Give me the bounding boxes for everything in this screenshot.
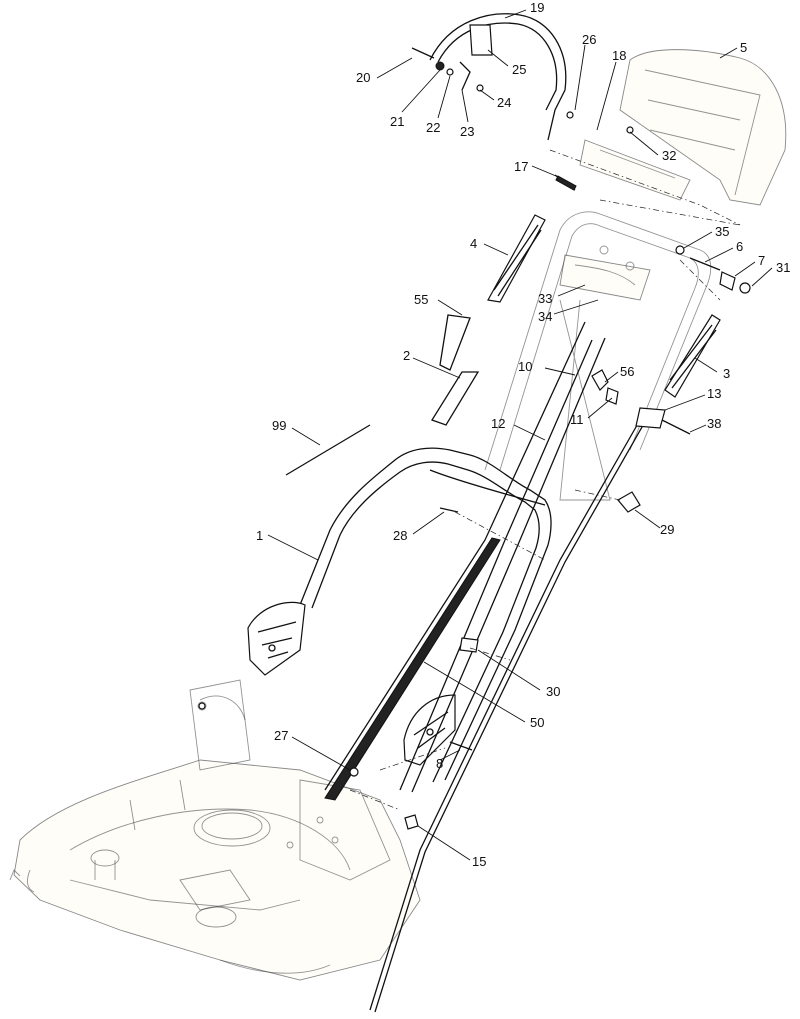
callout-55: 55: [414, 292, 428, 307]
callout-3: 3: [723, 366, 730, 381]
callout-19: 19: [530, 0, 544, 15]
callout-38: 38: [707, 416, 721, 431]
callout-56: 56: [620, 364, 634, 379]
callout-7: 7: [758, 253, 765, 268]
callout-leaders: [267, 9, 773, 861]
callout-18: 18: [612, 48, 626, 63]
callout-33: 33: [538, 291, 552, 306]
callout-25: 25: [512, 62, 526, 77]
knobs-and-bolts: [198, 369, 691, 830]
callout-32: 32: [662, 148, 676, 163]
callout-30: 30: [546, 684, 560, 699]
callout-35: 35: [715, 224, 729, 239]
callout-22: 22: [426, 120, 440, 135]
callout-24: 24: [497, 95, 511, 110]
alignment-lines: [349, 149, 741, 811]
callout-21: 21: [390, 114, 404, 129]
callout-10: 10: [518, 359, 532, 374]
callout-50: 50: [530, 715, 544, 730]
lower-handle: [247, 447, 552, 783]
callout-26: 26: [582, 32, 596, 47]
callout-29: 29: [660, 522, 674, 537]
callout-99: 99: [272, 418, 286, 433]
bail-and-hardware: [411, 13, 751, 294]
callout-6: 6: [736, 239, 743, 254]
callout-12: 12: [491, 416, 505, 431]
control-bar-ghost: [579, 49, 787, 206]
upper-handle-ghost: [484, 211, 712, 501]
callout-13: 13: [707, 386, 721, 401]
callout-31: 31: [776, 260, 790, 275]
callout-1: 1: [256, 528, 263, 543]
callout-2: 2: [403, 348, 410, 363]
callout-8: 8: [436, 756, 443, 771]
callout-34: 34: [538, 309, 552, 324]
callout-5: 5: [740, 40, 747, 55]
callout-11: 11: [570, 412, 584, 427]
callout-17: 17: [514, 159, 528, 174]
callout-23: 23: [460, 124, 474, 139]
callout-27: 27: [274, 728, 288, 743]
callout-15: 15: [472, 854, 486, 869]
cables: [285, 321, 647, 1013]
callout-20: 20: [356, 70, 370, 85]
callout-4: 4: [470, 236, 477, 251]
callout-28: 28: [393, 528, 407, 543]
frame-tubes: [431, 214, 721, 426]
callout-labels: 19 26 18 5 20 25 24 21 22 23 32 17 35 4 …: [256, 0, 790, 869]
mower-deck-ghost: [9, 679, 421, 981]
